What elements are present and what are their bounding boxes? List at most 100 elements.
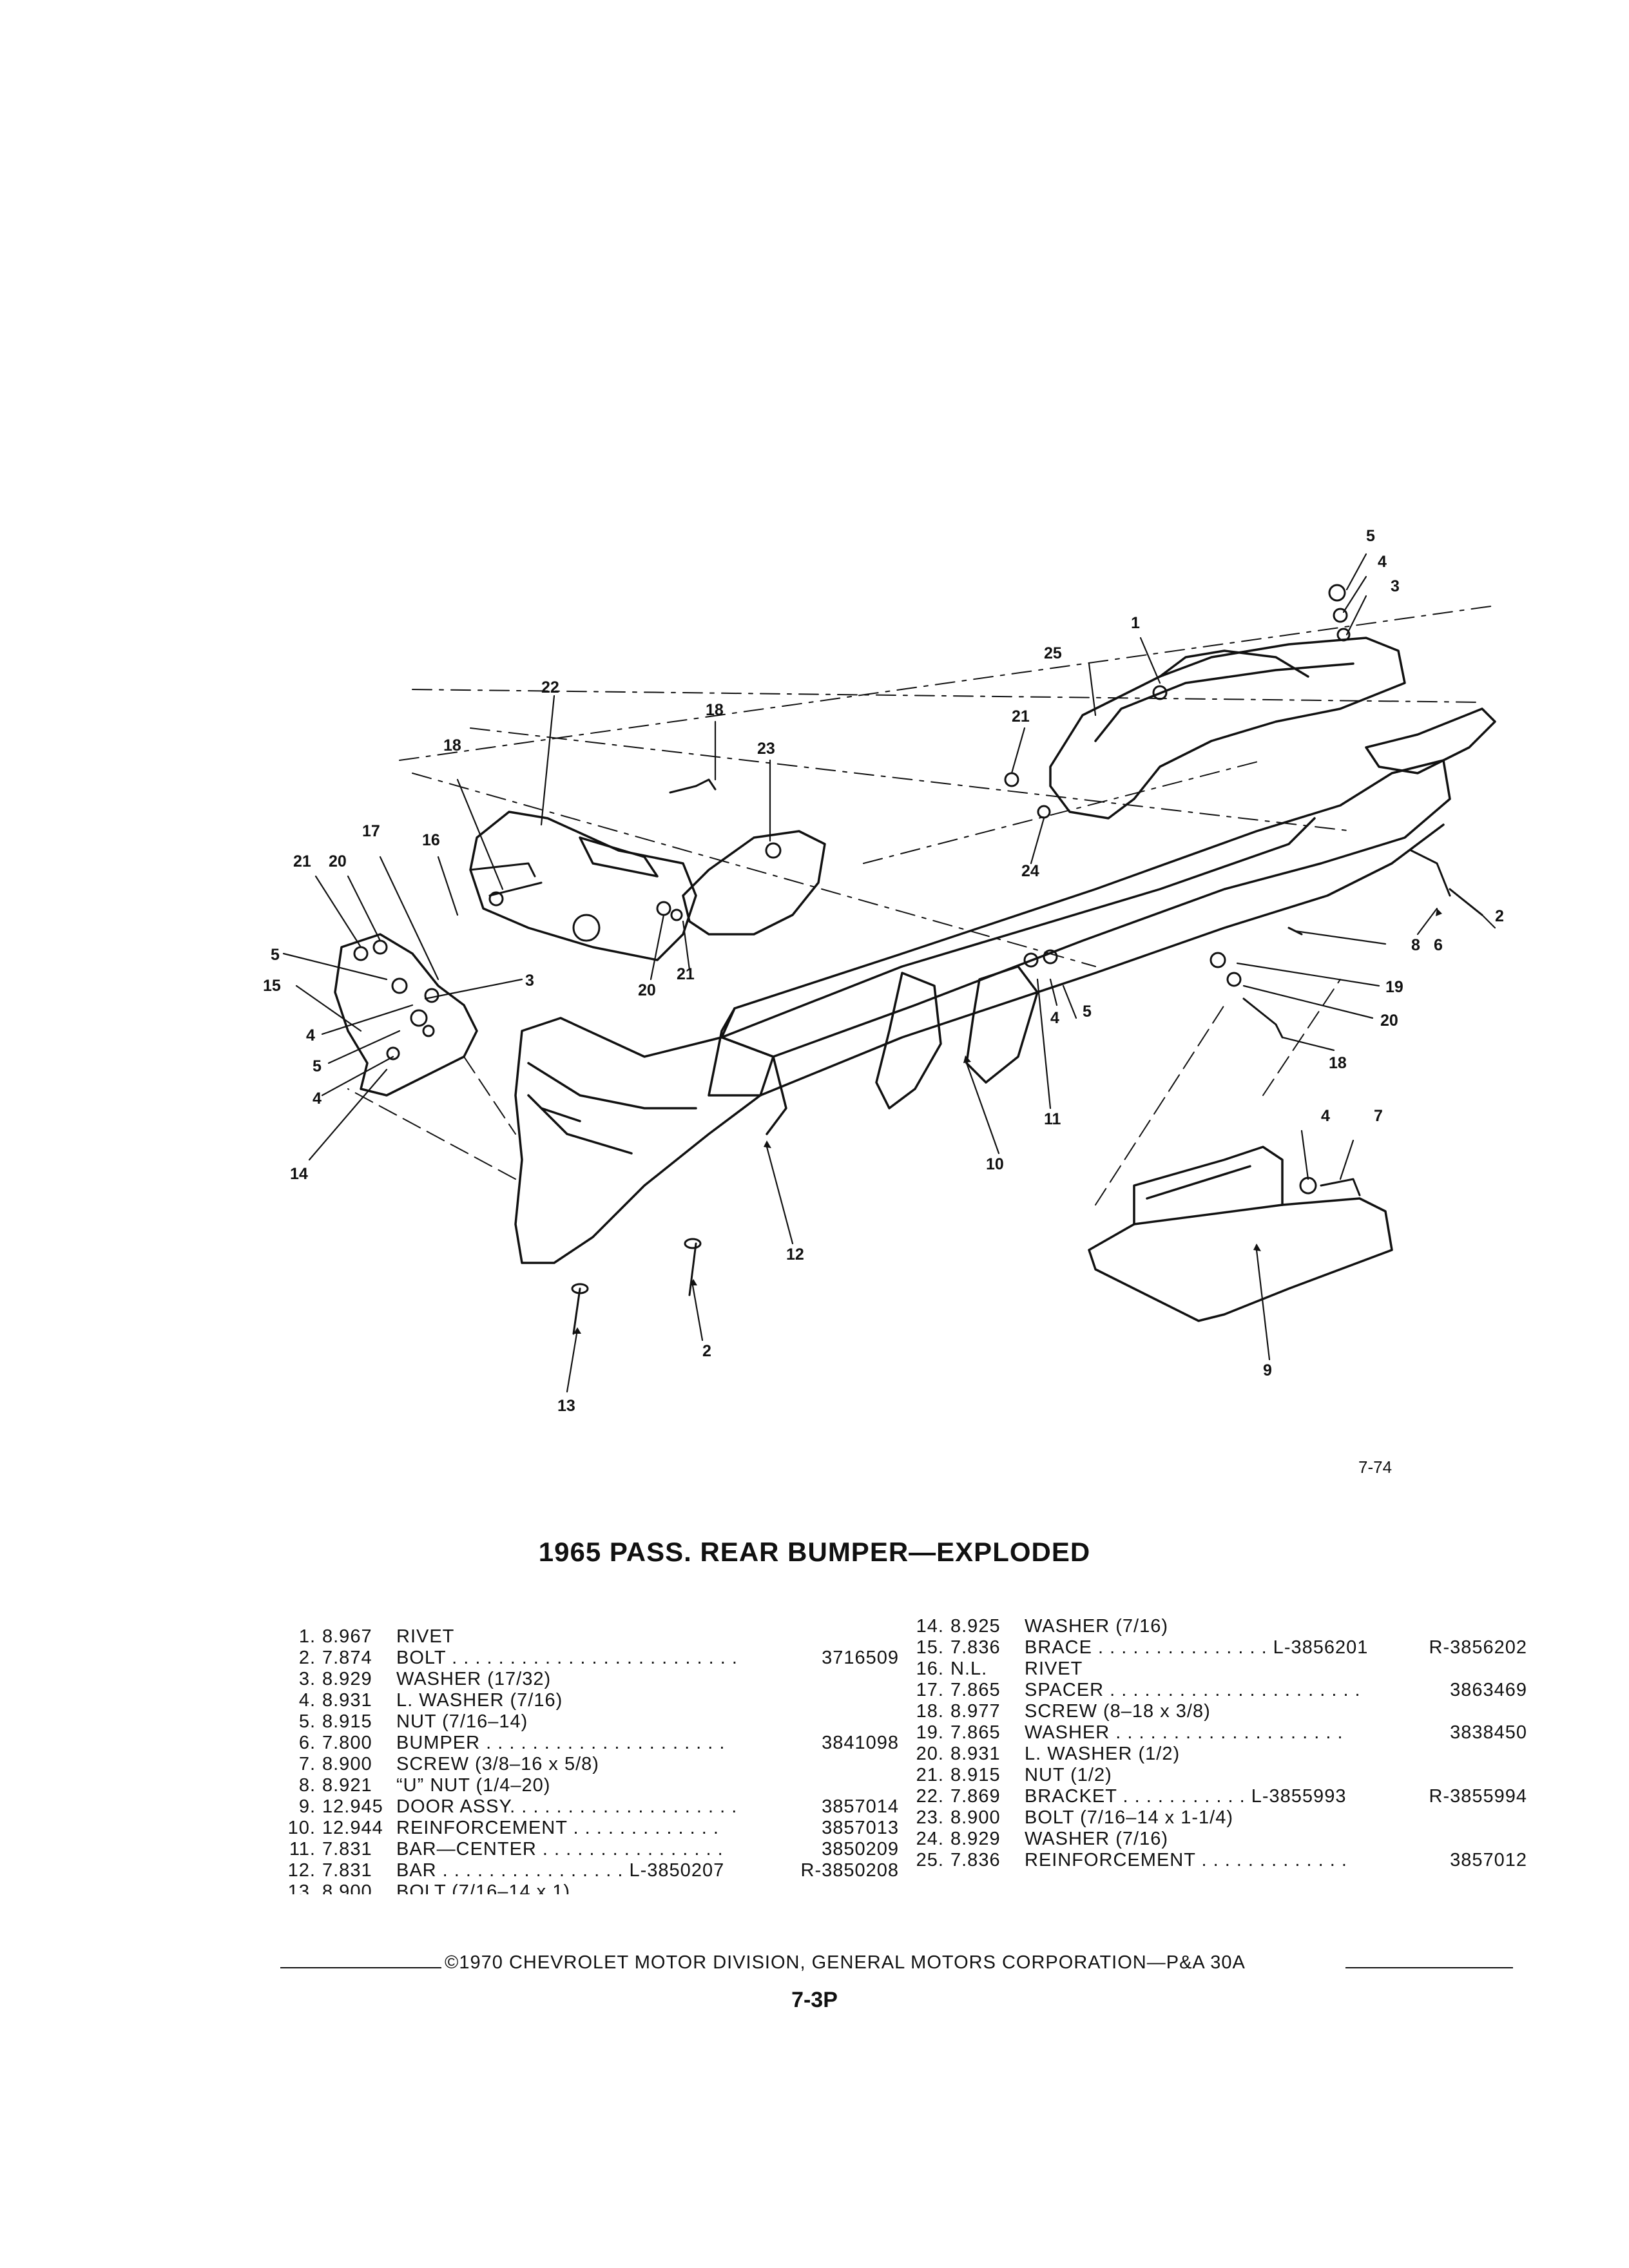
part-description: RIVET xyxy=(1025,1658,1083,1679)
fastener-group xyxy=(353,584,1483,1335)
part-number: 20. xyxy=(916,1744,944,1764)
bumper-end-cap xyxy=(514,1017,775,1264)
part-description: SCREW (8–18 x 3/8) xyxy=(1025,1701,1211,1722)
group-code: 7.865 xyxy=(950,1680,1001,1700)
part-number: 21. xyxy=(916,1765,944,1785)
part-number: 12. xyxy=(287,1860,316,1881)
part-description: REINFORCEMENT . . . . . . . . . . . . . xyxy=(396,1818,719,1838)
part-number: 13. xyxy=(287,1881,316,1894)
part-description: “U” NUT (1/4–20) xyxy=(396,1775,551,1796)
part-number: 5. xyxy=(298,1711,316,1732)
callout-10: 10 xyxy=(986,1155,1004,1173)
callout-3: 3 xyxy=(525,972,534,990)
part-description: SCREW (3/8–16 x 5/8) xyxy=(396,1754,599,1774)
page-title: 1965 PASS. REAR BUMPER—EXPLODED xyxy=(538,1537,1091,1567)
part-catalog-number: 3841098 xyxy=(822,1733,899,1753)
group-code: 8.900 xyxy=(322,1754,372,1774)
group-code: 7.836 xyxy=(950,1637,1001,1658)
footer-rule-right xyxy=(1345,1967,1513,1968)
callout-12: 12 xyxy=(786,1245,804,1264)
part-number: 22. xyxy=(916,1786,944,1807)
part-description: NUT (1/2) xyxy=(1025,1765,1112,1785)
parts-list-row: 16.N.L.RIVET xyxy=(909,1658,1527,1680)
part-number: 11. xyxy=(289,1839,316,1860)
callout-13: 13 xyxy=(557,1397,575,1415)
callout-17: 17 xyxy=(362,822,380,840)
part-description: WASHER (17/32) xyxy=(396,1669,552,1689)
callout-4: 4 xyxy=(1050,1009,1059,1027)
callout-20: 20 xyxy=(638,981,656,999)
part-description: REINFORCEMENT . . . . . . . . . . . . . xyxy=(1025,1850,1347,1870)
group-code: 7.831 xyxy=(322,1860,372,1881)
group-code: 8.900 xyxy=(322,1881,372,1894)
part-description: NUT (7/16–14) xyxy=(396,1711,528,1732)
page-number: 7-3P xyxy=(791,1988,838,2012)
callout-19: 19 xyxy=(1385,978,1403,996)
callout-14: 14 xyxy=(290,1165,308,1183)
part-catalog-number: R-3850208 xyxy=(800,1860,899,1881)
figure-code: 7-74 xyxy=(1358,1457,1393,1477)
footer-rule-left xyxy=(280,1967,441,1968)
part-number: 25. xyxy=(916,1850,944,1870)
part-description: BOLT (7/16–14 x 1) xyxy=(396,1881,571,1894)
callout-20: 20 xyxy=(329,852,347,870)
callout-3: 3 xyxy=(1391,577,1400,595)
group-code: N.L. xyxy=(950,1658,988,1679)
part-catalog-number: 3716509 xyxy=(822,1648,899,1668)
group-code: 12.945 xyxy=(322,1796,383,1817)
group-code: 7.865 xyxy=(950,1722,1001,1743)
part-number: 24. xyxy=(916,1829,944,1849)
bracket-22 xyxy=(469,811,697,961)
part-number: 14. xyxy=(916,1616,944,1637)
callout-23: 23 xyxy=(757,740,775,758)
part-description: L. WASHER (7/16) xyxy=(396,1690,563,1711)
callout-7: 7 xyxy=(1374,1107,1383,1125)
callout-11: 11 xyxy=(1044,1110,1061,1128)
group-code: 7.836 xyxy=(950,1850,1001,1870)
part-catalog-number: 3850209 xyxy=(822,1839,899,1860)
group-code: 8.931 xyxy=(322,1690,372,1711)
group-code: 8.925 xyxy=(950,1616,1001,1637)
part-description: DOOR ASSY. . . . . . . . . . . . . . . .… xyxy=(396,1796,738,1817)
part-number: 4. xyxy=(298,1690,316,1711)
parts-list-row: 13. 8.900 BOLT (7/16–14 x 1) xyxy=(280,1881,899,1894)
group-code: 8.915 xyxy=(322,1711,372,1732)
part-number: 23. xyxy=(916,1807,944,1828)
group-code: 8.929 xyxy=(322,1669,372,1689)
callout-18: 18 xyxy=(1329,1054,1347,1072)
callout-18: 18 xyxy=(443,736,461,754)
callout-4: 4 xyxy=(313,1090,322,1108)
parts-list-row: 5. 8.915 NUT (7/16–14) xyxy=(280,1711,899,1733)
group-code: 8.915 xyxy=(950,1765,1001,1785)
part-number: 6. xyxy=(298,1733,316,1753)
group-code: 7.869 xyxy=(950,1786,1001,1807)
brace-15 xyxy=(334,933,478,1097)
callout-20: 20 xyxy=(1380,1012,1398,1030)
callout-16: 16 xyxy=(422,831,440,849)
parts-list-row: 21. 8.915 NUT (1/2) xyxy=(909,1765,1527,1786)
part-description: L. WASHER (1/2) xyxy=(1025,1744,1181,1764)
part-description: RIVET xyxy=(396,1626,455,1647)
group-code: 8.929 xyxy=(950,1829,1001,1849)
part-number: 10. xyxy=(287,1818,316,1838)
group-code: 8.900 xyxy=(950,1807,1001,1828)
part-catalog-number: R-3856202 xyxy=(1429,1637,1527,1658)
callout-4: 4 xyxy=(306,1026,315,1044)
exploded-bumper-diagram: 5 4 3 1 25 21 24 2 8 6 19 20 18 4 7 9 11… xyxy=(263,527,1504,1415)
part-description: WASHER (7/16) xyxy=(1025,1829,1169,1849)
parts-list-row: 8.8.921“U” NUT (1/4–20) xyxy=(280,1775,899,1796)
part-catalog-number: 3838450 xyxy=(1450,1722,1527,1743)
part-catalog-number: 3863469 xyxy=(1450,1680,1527,1700)
part-number: 7. xyxy=(298,1754,316,1774)
callout-15: 15 xyxy=(263,977,281,995)
part-catalog-number: 3857014 xyxy=(822,1796,899,1817)
